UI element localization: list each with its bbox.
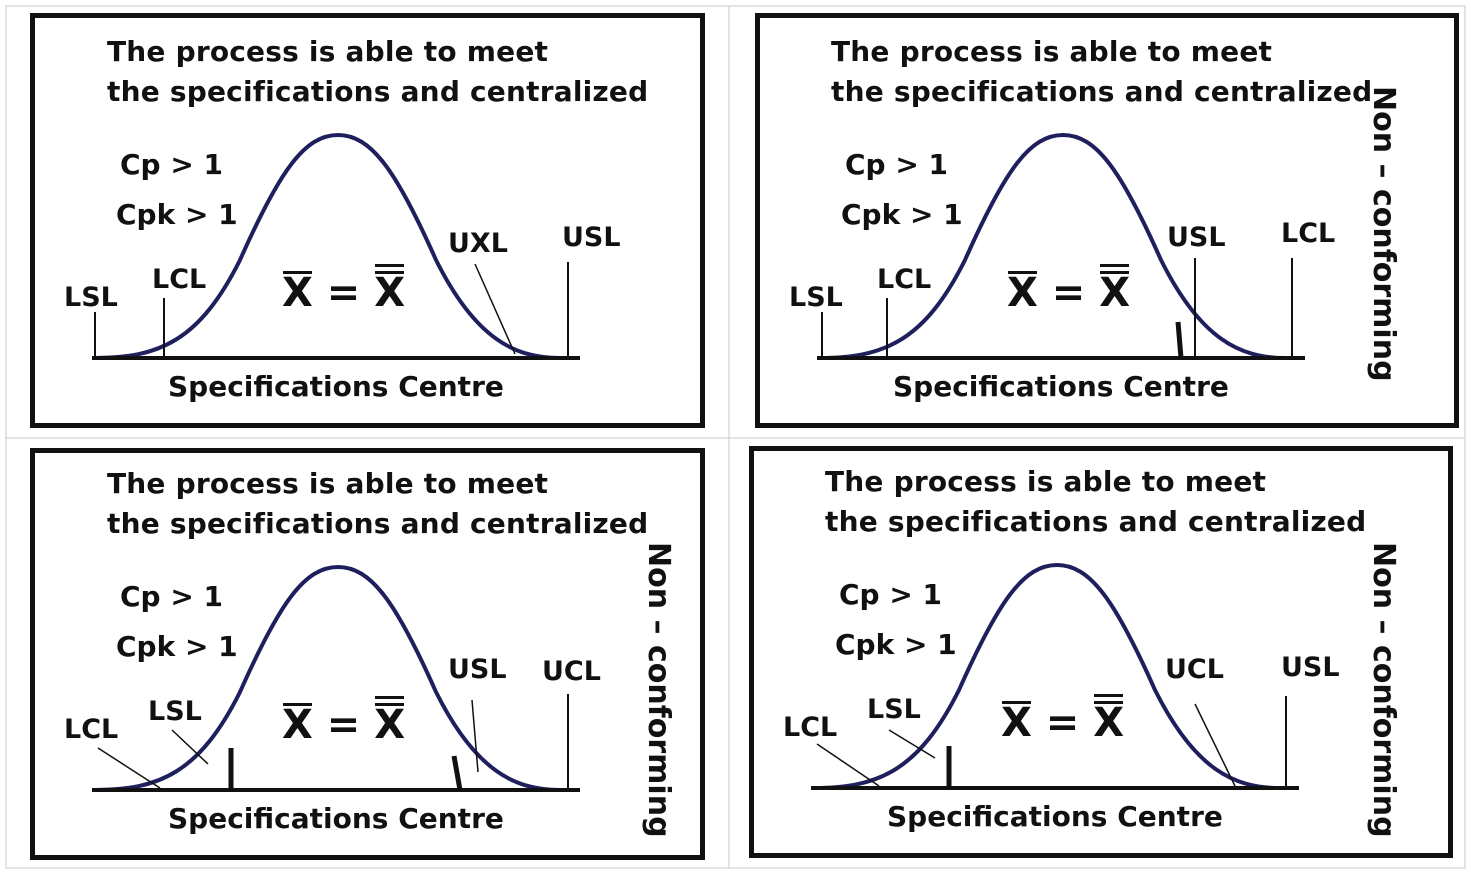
- limit-label-1: LCL: [64, 714, 119, 745]
- lsl-pointer: [888, 729, 936, 759]
- limit-label-1: LSL: [64, 282, 118, 313]
- x-bar-symbol: X: [1007, 270, 1038, 316]
- non-conforming-label: Non – conforming: [1366, 542, 1401, 838]
- chart-graphics: [817, 132, 1305, 360]
- limit-label-3: USL: [1167, 222, 1226, 253]
- cpk-label: Cpk > 1: [116, 198, 238, 231]
- ucl-pointer: [1194, 703, 1236, 787]
- diagram-panel-4: The process is able to meet the specific…: [729, 438, 1471, 874]
- x-bar-symbol: X: [1001, 700, 1032, 746]
- mean-equation: X = X: [1001, 694, 1124, 746]
- specifications-centre-label: Specifications Centre: [887, 800, 1223, 833]
- cpk-label: Cpk > 1: [835, 628, 957, 661]
- usl-marker: [451, 755, 463, 791]
- limit-label-4: LCL: [1281, 218, 1336, 249]
- cpk-label: Cpk > 1: [116, 630, 238, 663]
- limit-label-1: LSL: [789, 282, 843, 313]
- lcl-pointer: [97, 747, 161, 789]
- x-bar-symbol: X: [282, 270, 313, 316]
- limit-label-1: LCL: [783, 712, 838, 743]
- limit-label-2: LCL: [152, 264, 207, 295]
- x-bar-symbol: X: [282, 702, 313, 748]
- cp-label: Cp > 1: [845, 148, 949, 181]
- cp-label: Cp > 1: [120, 580, 224, 613]
- mean-equation: X = X: [282, 264, 405, 316]
- non-conforming-label: Non – conforming: [1366, 86, 1401, 382]
- limit-label-2: LSL: [867, 694, 921, 725]
- specifications-centre-label: Specifications Centre: [893, 370, 1229, 403]
- x-double-bar-symbol: X: [374, 696, 405, 748]
- cp-label: Cp > 1: [120, 148, 224, 181]
- panel-title-line-1: The process is able to meet: [825, 465, 1267, 498]
- x-double-bar-symbol: X: [1093, 694, 1124, 746]
- limit-label-3: UCL: [1165, 654, 1224, 685]
- panel-title-line-2: the specifications and centralized: [831, 75, 1373, 108]
- limit-label-4: UCL: [542, 656, 601, 687]
- usl-pointer: [471, 699, 479, 773]
- panel-title-line-2: the specifications and centralized: [107, 75, 649, 108]
- panel-title-line-1: The process is able to meet: [831, 35, 1273, 68]
- panel-title-line-2: the specifications and centralized: [825, 505, 1367, 538]
- limit-label-3: USL: [448, 654, 507, 685]
- panel-title-line-1: The process is able to meet: [107, 35, 549, 68]
- normal-curve: [813, 562, 1280, 790]
- specifications-centre-label: Specifications Centre: [168, 802, 504, 835]
- non-conforming-label: Non – conforming: [641, 542, 676, 838]
- diagram-panel-2: The process is able to meet the specific…: [729, 0, 1471, 438]
- usl-marker: [1175, 321, 1184, 359]
- chart-graphics: [92, 132, 580, 360]
- equals-sign: =: [1045, 700, 1080, 746]
- mean-equation: X = X: [1007, 264, 1130, 316]
- limit-label-4: USL: [562, 222, 621, 253]
- lcl-pointer: [816, 743, 880, 787]
- diagram-panel-3: The process is able to meet the specific…: [0, 438, 729, 874]
- specifications-centre-label: Specifications Centre: [168, 370, 504, 403]
- limit-label-2: LSL: [148, 696, 202, 727]
- x-double-bar-symbol: X: [374, 264, 405, 316]
- diagram-panel-1: The process is able to meet the specific…: [0, 0, 729, 438]
- mean-equation: X = X: [282, 696, 405, 748]
- x-double-bar-symbol: X: [1099, 264, 1130, 316]
- chart-graphics: [92, 564, 580, 792]
- equals-sign: =: [326, 270, 361, 316]
- normal-curve: [819, 132, 1286, 360]
- limit-label-4: USL: [1281, 652, 1340, 683]
- panel-title-line-1: The process is able to meet: [107, 467, 549, 500]
- lsl-pointer: [171, 729, 209, 765]
- uxl-pointer: [474, 263, 516, 355]
- limit-label-2: LCL: [877, 264, 932, 295]
- equals-sign: =: [1051, 270, 1086, 316]
- equals-sign: =: [326, 702, 361, 748]
- normal-curve: [94, 132, 561, 360]
- limit-label-3: UXL: [448, 228, 508, 259]
- panel-title-line-2: the specifications and centralized: [107, 507, 649, 540]
- chart-graphics: [811, 562, 1299, 790]
- cp-label: Cp > 1: [839, 578, 943, 611]
- cpk-label: Cpk > 1: [841, 198, 963, 231]
